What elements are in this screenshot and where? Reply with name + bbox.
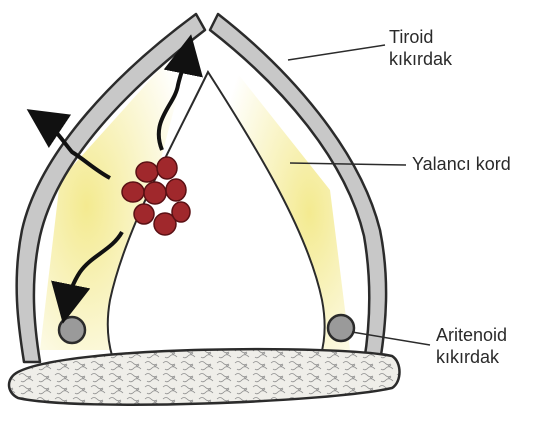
false-cord-label: Yalancı kord: [412, 153, 511, 175]
thyroid-label: Tiroid kıkırdak: [389, 26, 452, 70]
arytenoid-label-line1: Aritenoid: [436, 324, 507, 346]
arytenoid-cartilage-left: [59, 317, 85, 343]
arytenoid-cartilage-right: [328, 315, 354, 341]
thyroid-label-line1: Tiroid: [389, 26, 452, 48]
cricoid-cartilage: [9, 349, 400, 405]
thyroid-leader-line: [288, 45, 385, 60]
arytenoid-leader-line: [352, 332, 430, 345]
false-cord-label-text: Yalancı kord: [412, 153, 511, 175]
arytenoid-label: Aritenoid kıkırdak: [436, 324, 507, 368]
thyroid-label-line2: kıkırdak: [389, 48, 452, 70]
arytenoid-label-line2: kıkırdak: [436, 346, 507, 368]
